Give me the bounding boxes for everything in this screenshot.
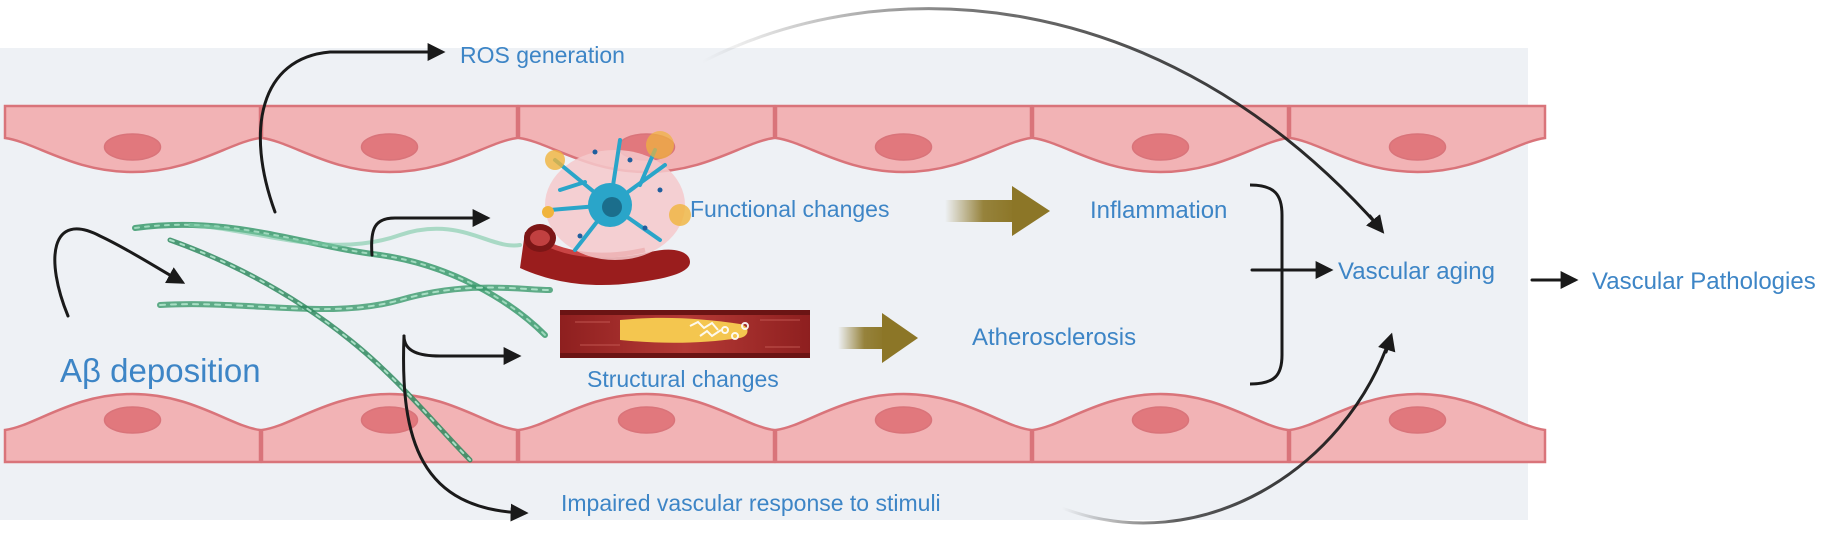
label-inflammation: Inflammation	[1090, 197, 1228, 224]
endothelial-cell-top-6	[1288, 104, 1547, 174]
connector-arrows	[53, 7, 1579, 525]
endothelial-cell-top-5	[1031, 104, 1290, 174]
endothelial-cell-bottom-5	[1031, 392, 1290, 464]
endothelial-cell-bottom-1	[3, 392, 262, 464]
plaque-vessel-illustration	[560, 310, 810, 358]
endothelial-cell-top-1	[3, 104, 262, 174]
gold-arrow-inflammation	[945, 186, 1050, 236]
grouping-bracket	[1249, 183, 1284, 386]
endothelial-cells-bottom	[3, 392, 1547, 464]
abeta-fibrils	[132, 221, 553, 463]
neurovascular-unit-illustration	[520, 131, 691, 286]
endothelial-cell-bottom-4	[774, 392, 1033, 464]
label-impaired-vascular-response: Impaired vascular response to stimuli	[561, 490, 941, 516]
endothelial-cell-bottom-3	[517, 392, 776, 464]
endothelial-cell-top-2	[260, 104, 519, 174]
label-vascular-aging: Vascular aging	[1338, 258, 1495, 285]
endothelial-cells-top	[3, 104, 1547, 174]
label-atherosclerosis: Atherosclerosis	[972, 324, 1137, 351]
label-structural-changes: Structural changes	[587, 366, 779, 392]
gold-arrow-atherosclerosis	[838, 313, 918, 363]
endothelial-cell-top-4	[774, 104, 1033, 174]
label-vascular-pathologies: Vascular Pathologies	[1592, 268, 1816, 295]
label-abeta-deposition: Aβ deposition	[60, 352, 261, 389]
label-functional-changes: Functional changes	[690, 196, 890, 222]
label-ros-generation: ROS generation	[460, 42, 625, 68]
